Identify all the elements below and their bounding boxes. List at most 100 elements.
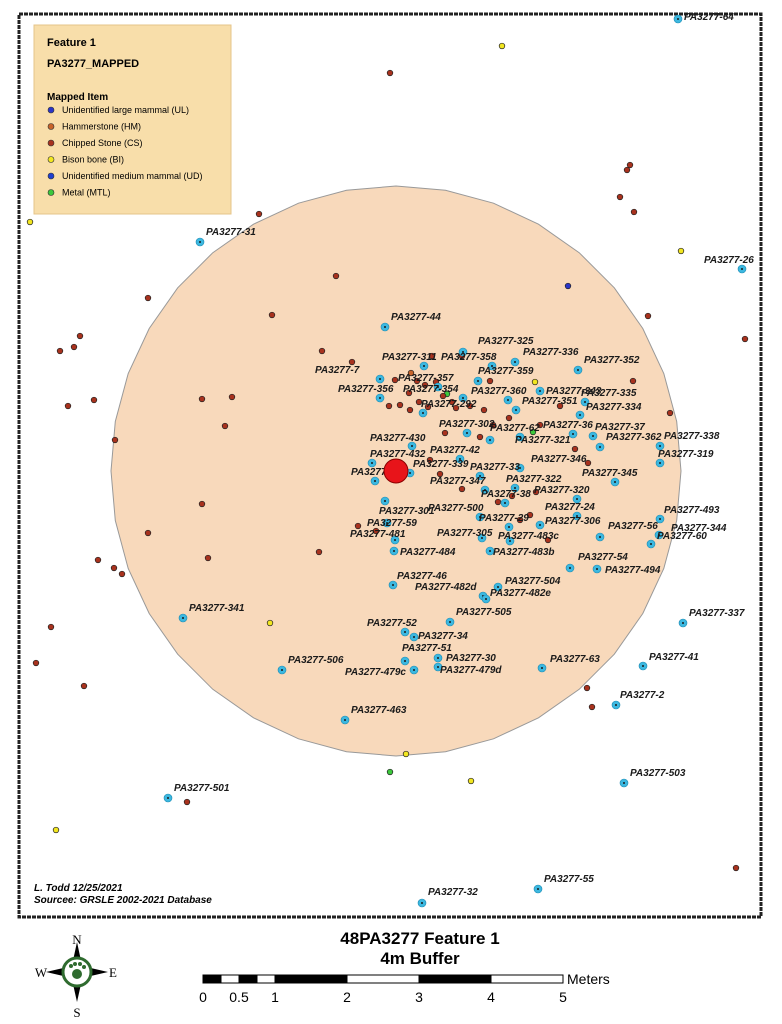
- mapped-point-center: [462, 397, 464, 399]
- mapped-point-center: [572, 433, 574, 435]
- point-label: PA3277-335: [581, 388, 637, 399]
- point-label: PA3277-479d: [440, 665, 502, 676]
- artifact-dot: [630, 208, 638, 216]
- artifact-dot: [405, 389, 413, 397]
- artifact-dot: [183, 798, 191, 806]
- point-label: PA3277-322: [506, 474, 562, 485]
- scale-tick: 4: [487, 989, 495, 1005]
- artifact-dot: [255, 210, 263, 218]
- point-label: PA3277-337: [689, 608, 745, 619]
- artifact-dot: [318, 347, 326, 355]
- point-label: PA3277-56: [608, 521, 658, 532]
- mapped-point-center: [281, 669, 283, 671]
- scale-seg: [238, 974, 258, 984]
- point-label: PA3277-346: [531, 454, 587, 465]
- point-label: PA3277-347: [430, 476, 486, 487]
- point-label: PA3277-334: [586, 402, 642, 413]
- map-title: 48PA3277 Feature 1: [340, 929, 499, 948]
- point-label: PA3277-44: [391, 312, 441, 323]
- mapped-point-center: [741, 268, 743, 270]
- artifact-dot: [629, 377, 637, 385]
- small-artifacts-layer: [26, 42, 749, 872]
- mapped-point-center: [579, 414, 581, 416]
- artifact-dot: [529, 428, 537, 436]
- mapped-point-center: [393, 550, 395, 552]
- point-label: PA3277-26: [704, 255, 754, 266]
- point-label: PA3277-493: [664, 505, 720, 516]
- mapped-point-center: [489, 550, 491, 552]
- point-label: PA3277-30: [446, 653, 496, 664]
- mapped-point-center: [423, 365, 425, 367]
- point-label: PA3277-343: [546, 386, 602, 397]
- point-label: PA3277-46: [397, 571, 447, 582]
- point-label: PA3277-482d: [415, 582, 477, 593]
- legend-item-label: Unidentified large mammal (UL): [62, 105, 189, 115]
- point-label: PA3277-505: [456, 607, 512, 618]
- mapped-point-center: [386, 522, 388, 524]
- compass-s: S: [73, 1005, 80, 1020]
- artifact-dot: [458, 485, 466, 493]
- artifact-dot: [70, 343, 78, 351]
- legend: Feature 1 PA3277_MAPPED Mapped Item Unid…: [33, 24, 232, 215]
- point-label: PA3277-32: [428, 887, 478, 898]
- point-label: PA3277-36: [543, 420, 593, 431]
- mapped-point-center: [515, 409, 517, 411]
- mapped-point-center: [497, 586, 499, 588]
- mapped-point-center: [167, 797, 169, 799]
- scale-tick: 3: [415, 989, 423, 1005]
- scale-seg: [256, 974, 276, 984]
- point-label: PA3277-354: [403, 384, 459, 395]
- mapped-point-center: [509, 540, 511, 542]
- artifact-dot: [536, 421, 544, 429]
- legend-item-label: Unidentified medium mammal (UD): [62, 171, 203, 181]
- artifact-dot: [732, 864, 740, 872]
- artifact-dot: [266, 619, 274, 627]
- mapped-point-center: [422, 412, 424, 414]
- point-label: PA3277-362: [606, 432, 662, 443]
- artifact-dot: [198, 500, 206, 508]
- mapped-point-center: [413, 636, 415, 638]
- point-label: PA3277-501: [174, 783, 230, 794]
- artifact-dot: [505, 414, 513, 422]
- artifact-dot: [52, 826, 60, 834]
- point-label: PA3277-352: [584, 355, 640, 366]
- legend-swatch: [47, 156, 55, 163]
- mapped-point-center: [658, 534, 660, 536]
- point-label: PA3277-292: [421, 399, 477, 410]
- paw-print-icon: [72, 969, 82, 979]
- scale-tick: 0: [199, 989, 207, 1005]
- artifact-dot: [47, 623, 55, 631]
- artifact-dot: [666, 409, 674, 417]
- mapped-point-center: [479, 475, 481, 477]
- artifact-dot: [315, 548, 323, 556]
- mapped-point-center: [437, 386, 439, 388]
- artifact-dot: [94, 556, 102, 564]
- legend-item-label: Bison bone (BI): [62, 155, 124, 165]
- artifact-dot: [144, 294, 152, 302]
- point-label: PA3277-33: [470, 462, 520, 473]
- artifact-dot: [118, 570, 126, 578]
- legend-item-label: Metal (MTL): [62, 188, 111, 198]
- mapped-point-center: [481, 537, 483, 539]
- artifact-dot: [616, 193, 624, 201]
- artifact-dot: [110, 564, 118, 572]
- point-label: PA3277-7: [315, 365, 360, 376]
- artifact-dot: [532, 488, 540, 496]
- point-label: PA3277-357: [398, 373, 454, 384]
- artifact-dot: [228, 393, 236, 401]
- legend-swatch: [47, 123, 55, 130]
- artifact-dot: [386, 69, 394, 77]
- point-label: PA3277-24: [545, 502, 595, 513]
- map-subtitle: 4m Buffer: [380, 949, 460, 968]
- mapped-point-center: [623, 782, 625, 784]
- artifact-dot: [421, 381, 429, 389]
- compass-w: W: [35, 965, 48, 980]
- point-label: PA3277-432: [370, 449, 426, 460]
- legend-section: Mapped Item: [47, 92, 108, 103]
- artifact-dot: [268, 311, 276, 319]
- mapped-point-center: [615, 704, 617, 706]
- paw-toe-icon: [78, 962, 82, 966]
- mapped-point-center: [484, 489, 486, 491]
- point-label: PA3277-52: [367, 618, 417, 629]
